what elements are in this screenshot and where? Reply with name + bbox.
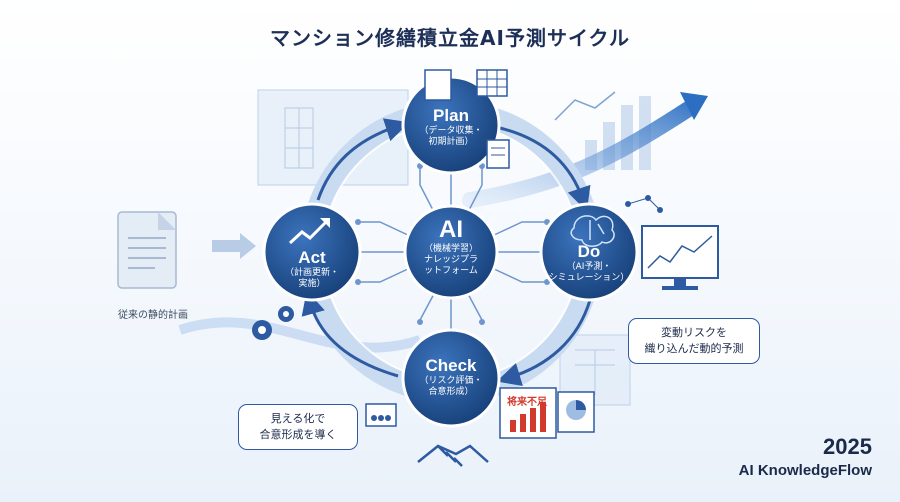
plan-label: Plan （データ収集・ 初期計画） bbox=[403, 106, 499, 148]
risk-callout-line2: 織り込んだ動的予測 bbox=[644, 342, 744, 355]
do-sub2: シミュレーション） bbox=[548, 273, 630, 283]
handshake-icon bbox=[417, 444, 489, 467]
consensus-callout: 見える化で 合意形成を導く bbox=[238, 404, 358, 450]
do-label: Do （AI予測・ シミュレーション） bbox=[541, 242, 637, 284]
legacy-plan-label: 従来の静的計画 bbox=[118, 310, 188, 321]
do-sub1: （AI予測・ bbox=[566, 262, 612, 272]
consensus-callout-line1: 見える化で bbox=[270, 412, 326, 425]
spreadsheet-icon bbox=[424, 69, 510, 169]
trend-arrow-icon bbox=[462, 100, 698, 208]
gear-icon bbox=[252, 306, 294, 340]
flow-swoosh bbox=[178, 317, 422, 353]
do-title: Do bbox=[577, 242, 601, 261]
arrow-check-to-act bbox=[301, 290, 399, 378]
circuit-lines bbox=[360, 168, 545, 332]
rising-chart-icon bbox=[499, 387, 557, 439]
plan-sub2: 初期計画） bbox=[428, 137, 474, 147]
arrow-act-to-plan bbox=[316, 118, 410, 201]
ai-sub3: ットフォーム bbox=[424, 266, 478, 276]
ai-label: AI （機械学習） ナレッジプラ ットフォーム bbox=[405, 216, 497, 277]
check-node bbox=[401, 328, 501, 428]
act-title: Act bbox=[298, 248, 326, 267]
shortage-stamp: 将来不足 bbox=[507, 397, 547, 408]
plan-title: Plan bbox=[433, 106, 469, 125]
brain-icon bbox=[570, 215, 615, 247]
arrow-right-icon bbox=[212, 233, 256, 259]
document-icon bbox=[117, 211, 177, 289]
check-sub2: 合意形成） bbox=[428, 387, 474, 397]
meeting-icon bbox=[365, 403, 397, 427]
data-nodes bbox=[625, 195, 663, 213]
arrow-plan-to-do bbox=[499, 126, 591, 212]
rising-chart-icon bbox=[288, 220, 328, 245]
risk-callout: 変動リスクを 織り込んだ動的予測 bbox=[628, 318, 760, 364]
risk-callout-line1: 変動リスクを bbox=[661, 326, 727, 339]
check-label: Check （リスク評価・ 合意形成） bbox=[403, 356, 499, 398]
ai-sub1: （機械学習） bbox=[423, 244, 478, 254]
consensus-callout-line2: 合意形成を導く bbox=[259, 428, 337, 441]
ai-node bbox=[403, 204, 499, 300]
brand-name: AI KnowledgeFlow bbox=[738, 462, 872, 479]
plan-sub1: （データ収集・ bbox=[419, 126, 483, 136]
monitor-chart-icon bbox=[641, 225, 719, 290]
pie-chart-icon bbox=[557, 391, 595, 433]
act-sub2: 実施） bbox=[298, 279, 326, 289]
arrow-do-to-check bbox=[496, 299, 592, 387]
act-label: Act （計画更新・ 実施） bbox=[264, 248, 360, 290]
page-title: マンション修繕積立金AI予測サイクル bbox=[270, 26, 630, 50]
ai-title: AI bbox=[439, 216, 463, 243]
brand-year: 2025 bbox=[823, 434, 872, 459]
trend-line bbox=[554, 91, 616, 121]
trend-arrow-icon bbox=[680, 92, 708, 120]
act-sub1: （計画更新・ bbox=[284, 268, 339, 278]
act-node bbox=[262, 202, 362, 302]
check-title: Check bbox=[425, 356, 477, 375]
ai-sub2: ナレッジプラ bbox=[423, 255, 478, 265]
check-sub1: （リスク評価・ bbox=[419, 376, 483, 386]
arrow-tip bbox=[320, 218, 330, 228]
